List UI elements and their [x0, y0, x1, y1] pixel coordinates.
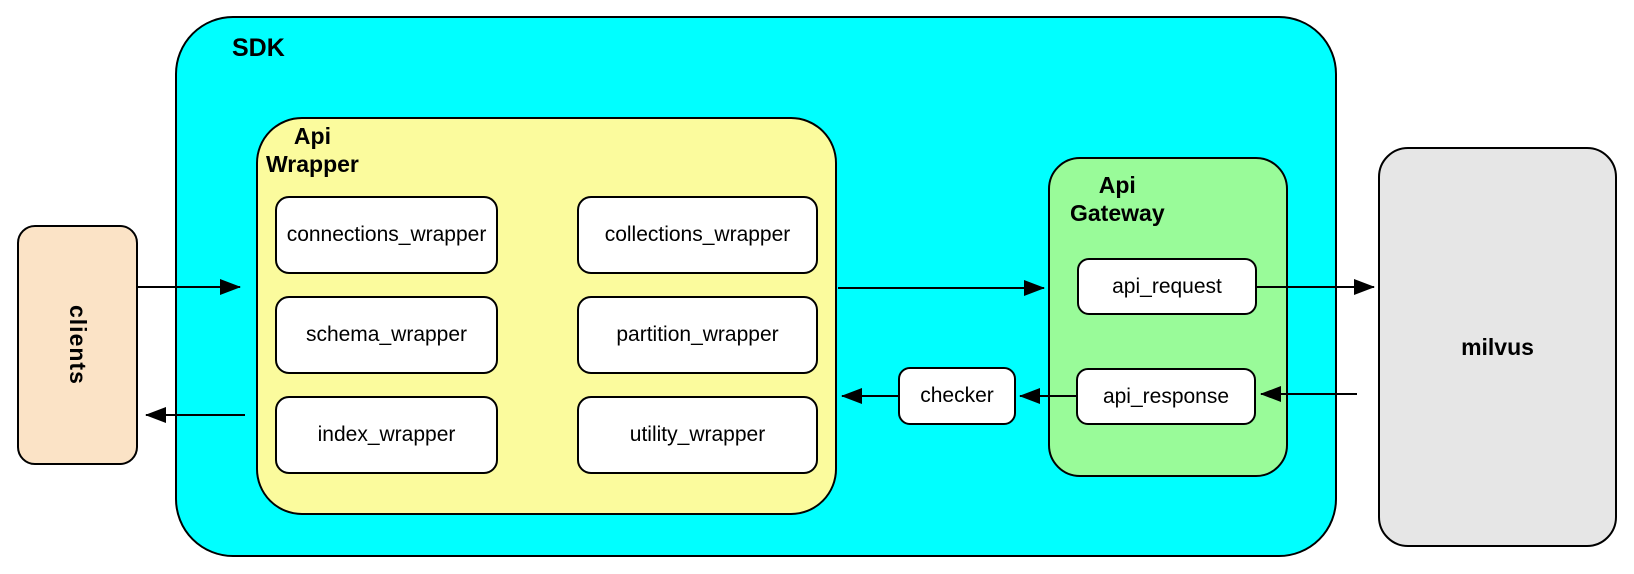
collections-wrapper-node: collections_wrapper	[577, 196, 818, 274]
schema-wrapper-node: schema_wrapper	[275, 296, 498, 374]
clients-label: clients	[65, 305, 91, 385]
index-wrapper-node: index_wrapper	[275, 396, 498, 474]
api-gateway-label-line2: Gateway	[1070, 200, 1165, 227]
api-request-node: api_request	[1077, 258, 1257, 315]
api-gateway-container: Api Gateway	[1048, 157, 1288, 477]
milvus-label: milvus	[1461, 333, 1534, 360]
api-gateway-label: Api Gateway	[1070, 171, 1165, 227]
api-response-node: api_response	[1076, 368, 1256, 425]
api-wrapper-label: Api Wrapper	[266, 122, 359, 178]
milvus-node: milvus	[1378, 147, 1617, 547]
clients-node: clients	[17, 225, 138, 465]
connections-wrapper-node: connections_wrapper	[275, 196, 498, 274]
api-gateway-label-line1: Api	[1098, 172, 1136, 198]
utility-wrapper-node: utility_wrapper	[577, 396, 818, 474]
api-wrapper-label-line1: Api	[293, 123, 331, 149]
partition-wrapper-node: partition_wrapper	[577, 296, 818, 374]
sdk-label: SDK	[232, 34, 285, 62]
api-wrapper-label-line2: Wrapper	[266, 151, 359, 178]
checker-node: checker	[898, 367, 1016, 425]
